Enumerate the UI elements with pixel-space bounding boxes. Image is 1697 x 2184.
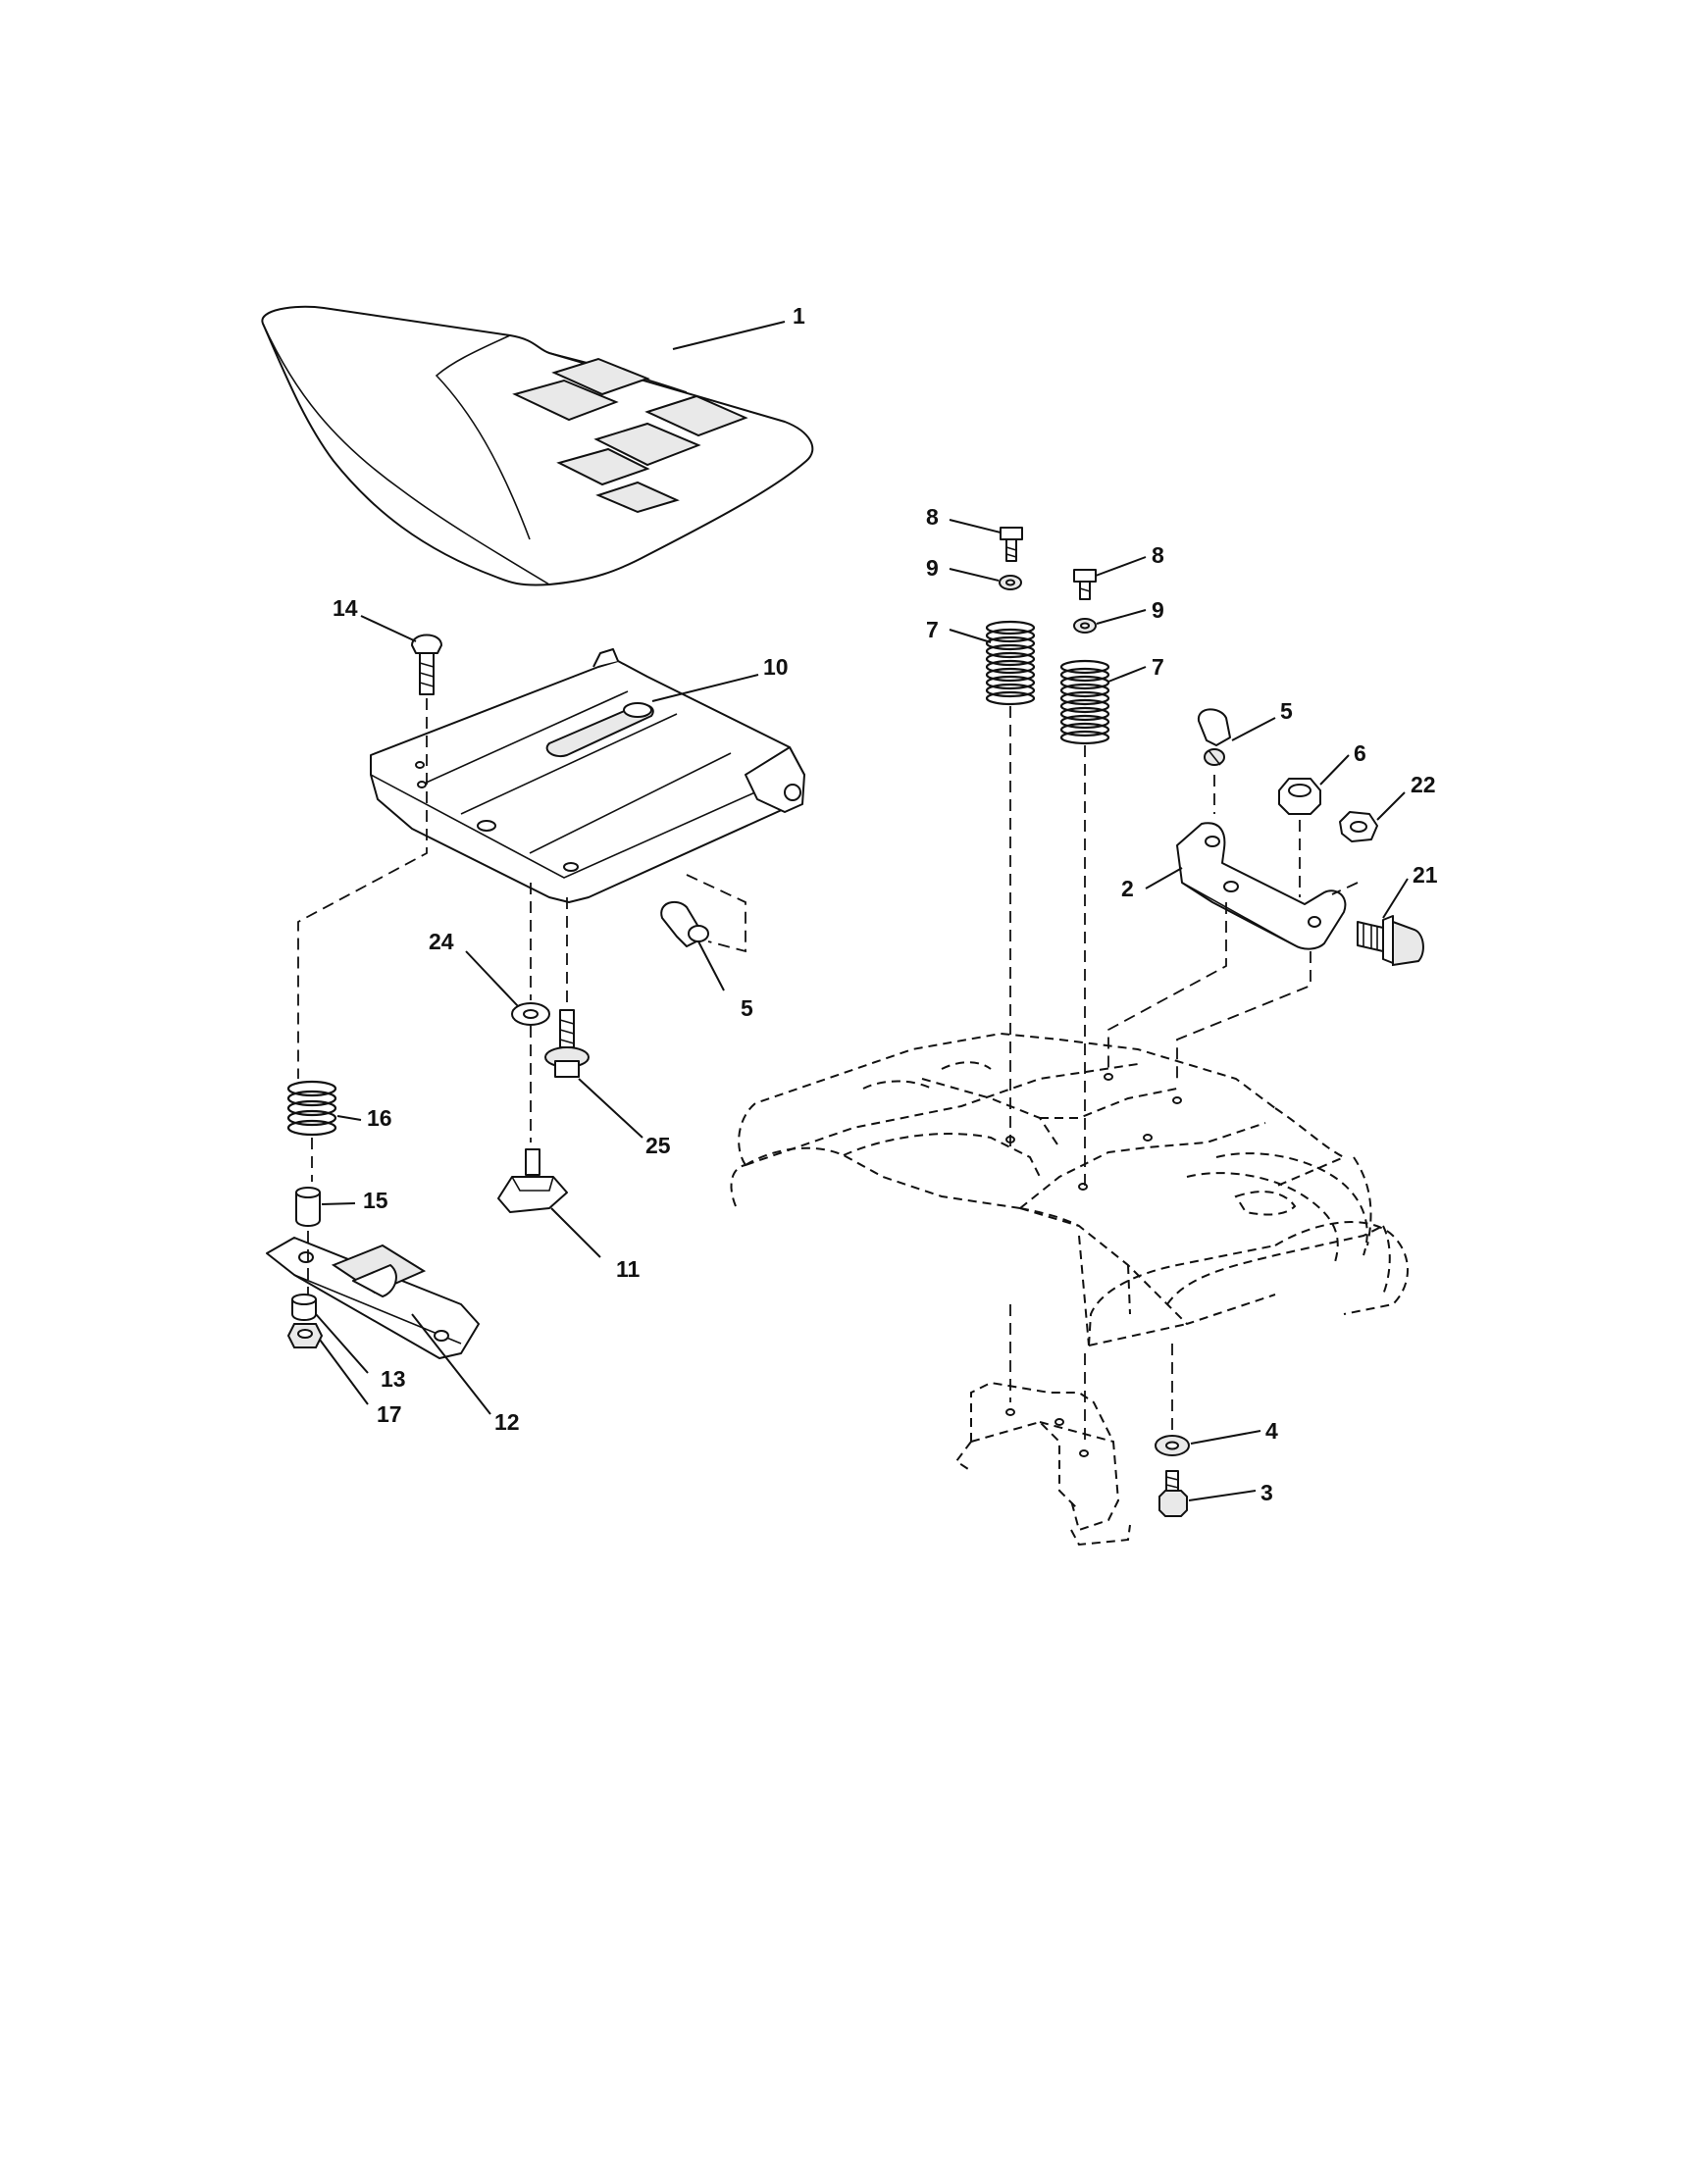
lock-washer-9-left xyxy=(999,575,1022,590)
shoulder-bolt xyxy=(544,1009,590,1078)
spring-coil xyxy=(1059,659,1110,675)
hex-nut-left xyxy=(286,1323,324,1348)
lower-frame-bracket-phantom xyxy=(954,1381,1131,1547)
assembly-lines-left xyxy=(297,698,568,1295)
callout-6: 6 xyxy=(1354,740,1366,766)
hex-nut-6 xyxy=(1278,778,1321,815)
flange-bolt xyxy=(1357,915,1424,967)
callout-16: 16 xyxy=(367,1105,392,1131)
spring-coil xyxy=(985,675,1036,690)
callout-5a: 5 xyxy=(1280,698,1293,724)
callout-7b: 7 xyxy=(1152,654,1164,680)
spring-coil xyxy=(985,643,1036,659)
carriage-bolt xyxy=(411,634,442,695)
callout-12: 12 xyxy=(494,1409,520,1435)
spring-coil xyxy=(985,690,1036,706)
callout-14: 14 xyxy=(333,595,358,621)
spring-coil xyxy=(985,635,1036,651)
spring-coil xyxy=(1059,683,1110,698)
callout-11: 11 xyxy=(616,1256,641,1282)
callout-15: 15 xyxy=(363,1188,388,1213)
callout-9b: 9 xyxy=(1152,597,1164,623)
callout-7a: 7 xyxy=(926,617,939,642)
callout-4: 4 xyxy=(1265,1418,1278,1444)
lock-washer xyxy=(291,1294,317,1321)
callout-1: 1 xyxy=(793,303,805,329)
callout-8a: 8 xyxy=(926,504,939,530)
callout-25: 25 xyxy=(645,1133,671,1158)
spring-coil xyxy=(1059,714,1110,730)
spring-coil xyxy=(1059,698,1110,714)
cap-screw-left xyxy=(1000,527,1023,562)
callout-10: 10 xyxy=(763,654,789,680)
clip-left xyxy=(660,874,746,953)
callout-24: 24 xyxy=(429,929,454,954)
spacer xyxy=(295,1187,321,1227)
hex-bolt-3 xyxy=(1158,1470,1188,1517)
spring-coil xyxy=(985,683,1036,698)
assembly-lines-right xyxy=(1009,706,1359,1442)
callout-3: 3 xyxy=(1260,1480,1273,1505)
seat xyxy=(261,305,814,586)
clip-right xyxy=(1197,708,1231,766)
lock-nut-22 xyxy=(1339,811,1378,842)
spring-coil xyxy=(985,667,1036,683)
callout-8b: 8 xyxy=(1152,542,1164,568)
seat-mount-bracket xyxy=(1176,822,1347,950)
callout-21: 21 xyxy=(1413,862,1438,888)
lock-washer-9-right xyxy=(1073,618,1097,634)
callout-9a: 9 xyxy=(926,555,939,581)
callout-5b: 5 xyxy=(741,995,753,1021)
spring-coil xyxy=(985,659,1036,675)
slide-rail-bracket xyxy=(266,1237,480,1359)
spring-coil xyxy=(1059,675,1110,690)
spring-coil xyxy=(985,620,1036,635)
callout-2: 2 xyxy=(1121,876,1134,901)
callout-13: 13 xyxy=(381,1366,406,1392)
spring-coil xyxy=(1059,667,1110,683)
spring-coil xyxy=(1059,690,1110,706)
washer-4 xyxy=(1155,1435,1190,1456)
compression-spring-right xyxy=(1059,659,1110,745)
flat-washer xyxy=(511,1002,550,1026)
leader-lines xyxy=(315,321,1409,1501)
adjustment-knob xyxy=(497,1148,568,1213)
compression-spring-left xyxy=(985,620,1036,706)
spring-coil xyxy=(985,628,1036,643)
spring-coil xyxy=(1059,722,1110,737)
spring-coil xyxy=(1059,706,1110,722)
seat-pan xyxy=(370,648,805,903)
callout-17: 17 xyxy=(377,1401,402,1427)
callout-labels: 1 2 3 4 5 5 6 7 7 8 8 9 9 10 11 12 13 14… xyxy=(333,303,1438,1505)
tractor-fender-phantom xyxy=(730,1032,1409,1346)
spring-coil xyxy=(1059,730,1110,745)
cap-screw-right xyxy=(1073,569,1097,600)
seat-spring xyxy=(286,1080,337,1137)
callout-22: 22 xyxy=(1411,772,1436,797)
spring-coil xyxy=(985,651,1036,667)
